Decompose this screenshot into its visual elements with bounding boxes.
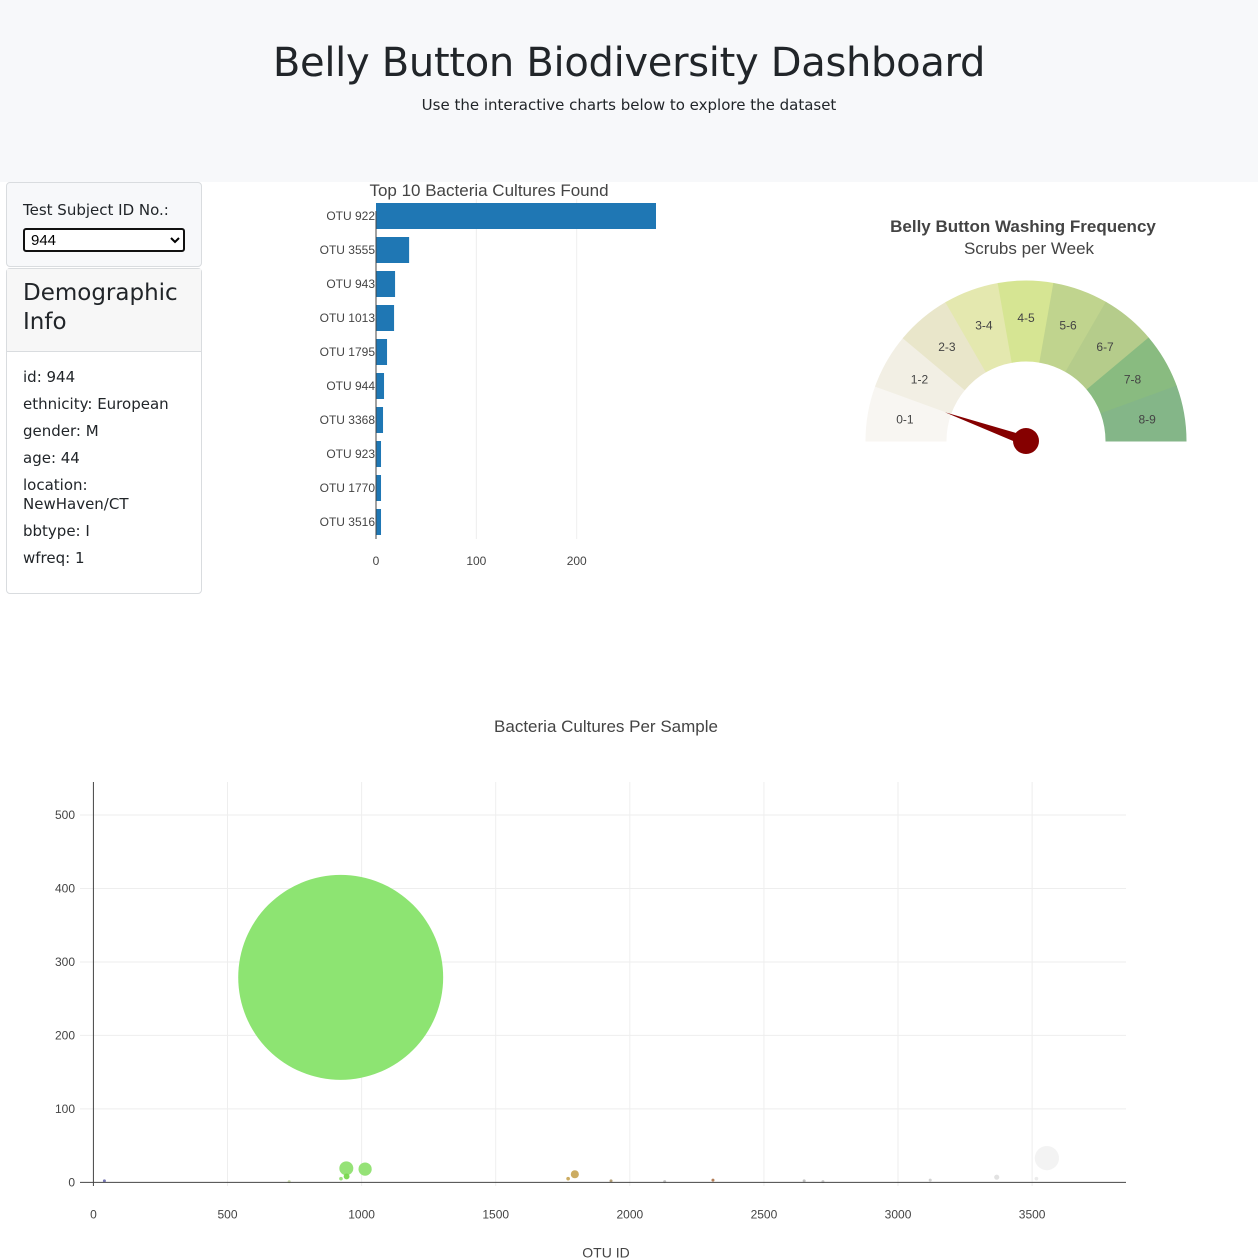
demographic-row-wfreq: wfreq: 1: [23, 549, 85, 567]
gauge-title: Belly Button Washing Frequency: [890, 217, 1156, 236]
page-subtitle: Use the interactive charts below to expl…: [421, 96, 837, 114]
demographic-row-bbtype: bbtype: I: [23, 522, 90, 540]
bubble-y-tick-label: 200: [55, 1028, 75, 1042]
bar-y-tick-label: OTU 3516: [320, 515, 376, 529]
bar-y-tick-label: OTU 922: [326, 209, 375, 223]
gauge-needle-hub: [1013, 428, 1039, 454]
bar-x-tick-label: 100: [466, 554, 486, 568]
bubble-x-tick-label: 3000: [885, 1207, 912, 1221]
gauge-segment-label: 4-5: [1017, 311, 1035, 325]
bubble-otu-2650: [802, 1179, 806, 1183]
bubble-otu-944: [343, 1173, 350, 1180]
demographic-row-location: location: NewHaven/CT: [23, 476, 129, 513]
gauge-segment-label: 0-1: [896, 413, 914, 427]
bubble-otu-923: [339, 1176, 343, 1181]
bubble-y-tick-label: 500: [55, 808, 75, 822]
gauge-segment-label: 2-3: [938, 340, 956, 354]
bubble-otu-3516: [1034, 1176, 1039, 1181]
bar-y-tick-label: OTU 944: [326, 379, 375, 393]
bubble-x-tick-label: 1500: [482, 1207, 509, 1221]
bar-y-tick-label: OTU 3368: [320, 413, 376, 427]
bubble-y-tick-label: 300: [55, 955, 75, 969]
bubble-x-tick-label: 0: [90, 1207, 97, 1221]
bubble-x-tick-label: 2500: [751, 1207, 778, 1221]
bubble-x-tick-label: 2000: [616, 1207, 643, 1221]
gauge-segment-label: 5-6: [1059, 318, 1077, 332]
bubble-chart-title: Bacteria Cultures Per Sample: [494, 717, 718, 736]
demographic-info-card: Demographic Info id: 944 ethnicity: Euro…: [6, 268, 202, 594]
bubble-otu-3555: [1034, 1145, 1059, 1171]
bubble-y-tick-label: 100: [55, 1102, 75, 1116]
bubble-otu-922: [238, 874, 444, 1080]
bar-x-tick-label: 0: [373, 554, 380, 568]
bar-otu-1013: [376, 305, 395, 331]
bubble-otu-1795: [570, 1170, 579, 1179]
bubble-otu-1930: [609, 1179, 613, 1183]
bar-y-tick-label: OTU 1770: [320, 481, 376, 495]
demographic-row-age: age: 44: [23, 449, 80, 467]
bubble-otu-41: [102, 1179, 106, 1183]
bubble-x-axis-label: OTU ID: [582, 1244, 629, 1259]
bubble-otu-3120: [928, 1178, 932, 1182]
bar-otu-944: [376, 373, 385, 399]
demographic-info-title: Demographic Info: [23, 280, 178, 335]
demographic-row-id: id: 944: [23, 368, 76, 386]
bubble-otu-3368: [994, 1174, 1000, 1180]
header-banner: Belly Button Biodiversity Dashboard Use …: [0, 0, 1258, 182]
gauge-needle: [944, 412, 1028, 446]
gauge-subtitle: Scrubs per Week: [964, 239, 1095, 258]
gauge-segment-label: 1-2: [911, 373, 929, 387]
bar-chart-title: Top 10 Bacteria Cultures Found: [369, 182, 608, 200]
bubble-x-tick-label: 500: [217, 1207, 237, 1221]
bar-otu-3555: [376, 237, 410, 263]
bubble-otu-1770: [566, 1176, 570, 1181]
gauge-segment-label: 3-4: [975, 318, 993, 332]
demographic-info-body: id: 944 ethnicity: European gender: M ag…: [23, 368, 193, 576]
bar-x-tick-label: 200: [567, 554, 587, 568]
bar-y-tick-label: OTU 1795: [320, 345, 376, 359]
bar-y-tick-label: OTU 923: [326, 447, 375, 461]
page-title: Belly Button Biodiversity Dashboard: [272, 40, 986, 86]
bar-otu-943: [376, 271, 396, 297]
bubble-y-tick-label: 0: [68, 1175, 75, 1189]
demographic-row-ethnicity: ethnicity: European: [23, 395, 169, 413]
subject-selector-label: Test Subject ID No.:: [23, 201, 169, 219]
gauge-segment-label: 8-9: [1138, 413, 1156, 427]
gauge-segment-8-9: [1100, 385, 1187, 442]
subject-selector-card: Test Subject ID No.: 944: [6, 182, 202, 267]
top10-bar-chart[interactable]: Top 10 Bacteria Cultures Found 0 100 200 OTU…: [210, 182, 810, 582]
bar-y-tick-label: OTU 943: [326, 277, 375, 291]
bubble-otu-1013: [358, 1162, 372, 1176]
subject-id-select[interactable]: 944: [23, 228, 185, 252]
bubble-otu-943: [339, 1161, 354, 1176]
bar-otu-922: [376, 203, 656, 229]
gauge-segment-label: 7-8: [1124, 373, 1142, 387]
bubble-otu-2310: [711, 1178, 715, 1182]
bar-otu-3368: [376, 407, 384, 433]
bar-otu-1795: [376, 339, 388, 365]
bar-otu-923: [376, 441, 382, 467]
bubble-x-tick-label: 3500: [1019, 1207, 1046, 1221]
gauge-segment-label: 6-7: [1096, 340, 1114, 354]
bubble-x-tick-label: 1000: [348, 1207, 375, 1221]
bubble-y-tick-label: 400: [55, 882, 75, 896]
bar-otu-3516: [376, 509, 382, 535]
bar-y-tick-label: OTU 3555: [320, 243, 376, 257]
bar-y-tick-label: OTU 1013: [320, 311, 376, 325]
demographic-info-header: Demographic Info: [7, 269, 201, 352]
demographic-row-gender: gender: M: [23, 422, 99, 440]
bar-otu-1770: [376, 475, 382, 501]
